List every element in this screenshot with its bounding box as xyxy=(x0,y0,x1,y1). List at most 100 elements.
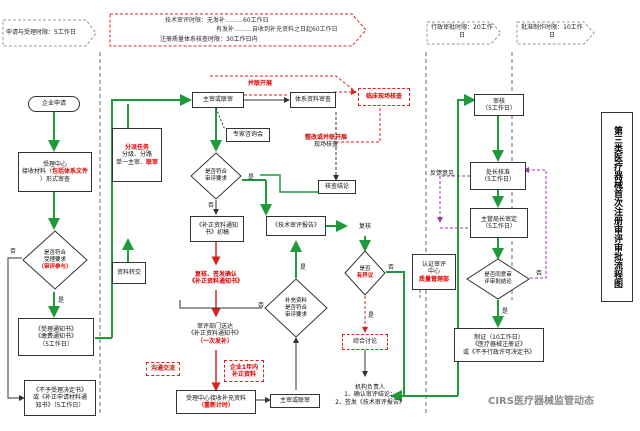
main-reviewer-text: 主审或联审 xyxy=(202,96,233,104)
company-submit-text-1: 受理中心接收补充资料 xyxy=(185,394,246,402)
accept-decision-text-1: 是否符合 xyxy=(43,249,66,256)
decision-approve: 是否同意审评审批结论 xyxy=(466,258,530,300)
tech-review-label-1: 技术审评时限：无发补………60工作日 xyxy=(165,17,269,24)
review-text-2: （5工作日） xyxy=(482,105,516,112)
acceptance-text-1: 受理中心 xyxy=(42,160,67,168)
expert-consult-text: 专家咨询会 xyxy=(232,131,263,139)
label-parallel: 并联开展 xyxy=(248,80,273,87)
decision-supplement-ok: 补充资料是否符合审评要求 xyxy=(264,278,328,338)
node-task-assign: 分派任务 分级、分路 单一主审、联审 xyxy=(112,128,162,182)
node-quality-dept: 认证审评 中心 质量管理部 xyxy=(412,254,456,290)
node-notice-once: 审评部门送达 《补正资料通知书》 （一次发补） xyxy=(180,318,250,350)
task-assign-text-2: 分级、分路 xyxy=(121,151,152,159)
banner-arrow-admin xyxy=(426,21,502,45)
node-company-deadline: 企业1年内 补正资料 xyxy=(224,360,264,382)
company-submit-text-red: （重新计时） xyxy=(197,402,234,409)
node-company-apply-text: 企业申请 xyxy=(41,100,66,108)
quality-dept-text-2: 中心 xyxy=(427,268,440,276)
production-text-2: 《医疗器械注册证》 xyxy=(471,341,526,349)
edge-label-no-4: 否 xyxy=(388,264,395,271)
review-sign-text-1: 复核、签发确认 xyxy=(194,270,237,278)
supp-decision-text-2: 是否符合 xyxy=(284,304,307,311)
section-review-text-1: 处长核准 xyxy=(485,168,510,176)
notice-once-text-1: 审评部门送达 xyxy=(196,322,233,330)
main-reviewer-2-text: 主审或联审 xyxy=(279,397,310,405)
node-section-review: 处长核准 （5工作日） xyxy=(470,162,526,190)
task-assign-text-3: 单一主审、 xyxy=(115,158,146,166)
node-recheck: 复核 xyxy=(348,220,382,234)
tech-review-label-3: 注册质量体系核查时限：30工作日内 xyxy=(160,36,258,43)
node-material-transfer: 资料转交 xyxy=(112,262,146,284)
decision-objection: 是否有异议 xyxy=(344,250,386,296)
admin-approval-label: 行政审批时限：20工作日 xyxy=(431,24,493,39)
node-system-review: 体系资料审查 xyxy=(290,92,336,108)
leader-text-3: 2、签发《技术审评报告》 xyxy=(335,398,405,406)
watermark: CIRS医疗器械监管动态 xyxy=(488,396,594,407)
production-text-1: 制证（10工作日） xyxy=(474,333,524,341)
tech-review-label-2: 有发补………自收到补充资料之日起60工作日 xyxy=(216,26,338,33)
node-supplement-draft: 《补正资料通知 书》初稿 xyxy=(190,216,244,242)
banner-arrow-accept xyxy=(2,19,97,47)
notice-reject-text-1: 《不予受理决定书》 xyxy=(32,386,87,394)
decision-accept: 是否符合受理要求（审评参与） xyxy=(22,230,88,290)
edge-label-yes-3: 是 xyxy=(300,264,307,271)
node-review: 审核 （5工作日） xyxy=(474,94,524,116)
edge-label-yes-2: 是 xyxy=(248,174,255,181)
meet-req-text-1: 是否符合 xyxy=(204,169,227,175)
node-main-reviewer: 主审或联审 xyxy=(192,92,244,108)
node-acceptance-center: 受理中心 接收材料（包括体系文件 ）形式审查 xyxy=(18,152,92,192)
task-assign-text-red: 分派任务 xyxy=(124,143,149,151)
node-site-check: 整改或并联开展 现场核查 xyxy=(296,130,356,152)
node-main-reviewer-2: 主审或联审 xyxy=(270,394,320,408)
banner-arrow-tech xyxy=(109,13,367,47)
node-check-conclusion: 核查结论 xyxy=(318,180,356,194)
review-text-1: 审核 xyxy=(492,97,505,105)
notice-accept-text-2: 《缴费通知书》 xyxy=(34,333,77,341)
task-assign-text-red2: 联审 xyxy=(146,158,159,166)
check-conclusion-text: 核查结论 xyxy=(324,183,349,191)
node-communicate: 沟通交流 xyxy=(146,362,180,376)
acceptance-text-3: ）形式审查 xyxy=(39,175,70,183)
diagram-title: 第三类医疗器械首次注册审评审批流程图 xyxy=(601,112,633,302)
director-review-text-1: 主管局长审定 xyxy=(480,215,517,223)
notice-reject-text-2: 或《补正申请材料通 xyxy=(32,394,87,402)
node-notice-reject: 《不予受理决定书》 或《补正申请材料通 知书》（5工作日） xyxy=(24,380,96,416)
quality-dept-text-1: 认证审评 xyxy=(421,260,446,268)
edge-label-yes-5: 是 xyxy=(502,308,509,315)
company-deadline-text-1: 企业1年内 xyxy=(229,363,259,371)
edge-label-no-2: 否 xyxy=(208,202,215,209)
notice-once-text-red: （一次发补） xyxy=(196,337,233,345)
node-leader: 机构负责人 1、确认审评结论； 2、签发《技术审评报告》 xyxy=(330,378,410,412)
node-comprehensive: 综合讨论 xyxy=(342,334,388,350)
notice-accept-text-1: 《受理通知书》 xyxy=(34,325,77,333)
node-clinical-check: 临床现场核查 xyxy=(358,88,410,106)
edge-label-no-3: 否 xyxy=(258,302,265,309)
recheck-text: 复核 xyxy=(358,223,371,231)
objection-text-1: 是否 xyxy=(359,266,371,272)
communicate-text: 沟通交流 xyxy=(150,365,175,373)
edge-label-yes-1: 是 xyxy=(58,297,65,304)
supp-decision-text-1: 补充资料 xyxy=(284,297,307,304)
leader-text-1: 机构负责人 xyxy=(354,383,385,391)
quality-dept-text-red: 质量管理部 xyxy=(418,275,449,283)
clinical-check-text: 临床现场核查 xyxy=(365,93,402,101)
supplement-text-2: 书》初稿 xyxy=(204,229,229,236)
notice-reject-text-3: 知书》（5工作日） xyxy=(35,401,85,409)
tech-report-text: 《技术审评报告》 xyxy=(271,222,320,230)
decision-meet-requirements: 是否符合审评要求 xyxy=(190,152,242,200)
accept-decision-text-red: （审评参与） xyxy=(38,263,72,270)
approve-decision-text-2: 评审批结论 xyxy=(484,279,512,285)
node-notice-accept: 《受理通知书》 《缴费通知书》 （5工作日） xyxy=(18,318,94,356)
node-director-review: 主管局长审定 （5工作日） xyxy=(470,208,528,238)
objection-text-2: 有异议 xyxy=(356,273,374,279)
node-review-sign: 复核、签发确认 《补正资料通知书》 xyxy=(178,266,254,290)
site-check-text-red: 整改或并联开展 xyxy=(304,133,347,141)
material-transfer-text: 资料转交 xyxy=(116,269,141,277)
node-expert-consult: 专家咨询会 xyxy=(226,128,270,142)
label-feedback: 反馈意见 xyxy=(430,170,455,177)
supp-decision-text-3: 审评要求 xyxy=(284,311,307,318)
company-deadline-text-2: 补正资料 xyxy=(231,371,256,378)
acceptance-text-red: 包括体系文件 xyxy=(52,168,89,176)
